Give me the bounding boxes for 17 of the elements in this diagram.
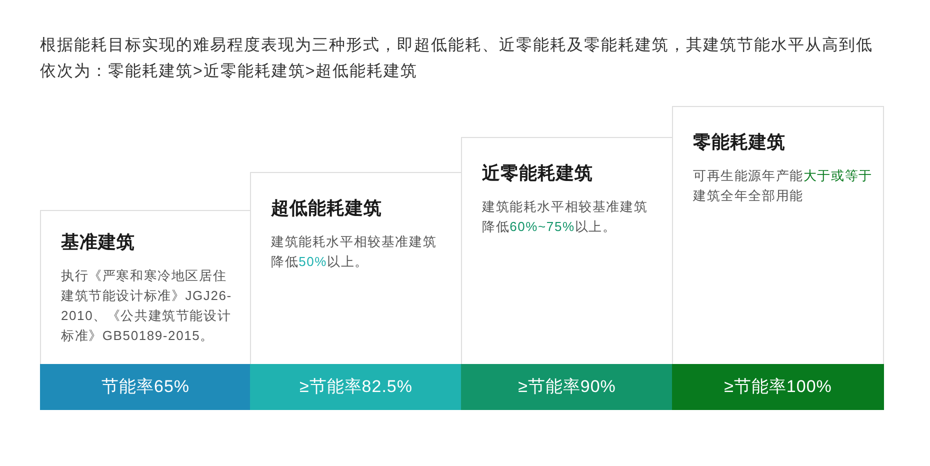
building-card bbox=[250, 172, 462, 410]
card-description: 建筑能耗水平相较基准建筑降低60%~75%以上。 bbox=[482, 198, 649, 236]
building-card bbox=[461, 137, 673, 410]
intro-paragraph: 根据能耗目标实现的难易程度表现为三种形式，即超低能耗、近零能耗及零能耗建筑，其建筑节能水平从高到低依次为：零能耗建筑>近零能耗建筑>超低能耗建筑 bbox=[40, 36, 874, 82]
card-heading: 近零能耗建筑 bbox=[482, 162, 593, 184]
savings-rate-bar: ≥节能率100% bbox=[672, 364, 884, 410]
savings-rate-bar: ≥节能率82.5% bbox=[250, 364, 462, 410]
building-card bbox=[40, 210, 251, 410]
card-heading: 零能耗建筑 bbox=[693, 131, 786, 153]
card-description: 建筑能耗水平相较基准建筑降低50%以上。 bbox=[271, 233, 438, 271]
card-heading: 基准建筑 bbox=[61, 231, 135, 253]
card-description: 可再生能源年产能大于或等于建筑全年全部用能 bbox=[693, 167, 874, 205]
savings-rate-bar: 节能率65% bbox=[40, 364, 251, 410]
savings-rate-bar: ≥节能率90% bbox=[461, 364, 673, 410]
card-heading: 超低能耗建筑 bbox=[271, 197, 382, 219]
card-description: 执行《严寒和寒冷地区居住建筑节能设计标准》JGJ26-2010、《公共建筑节能设计标准》GB50189-2015。 bbox=[61, 267, 233, 345]
building-card bbox=[672, 106, 884, 410]
